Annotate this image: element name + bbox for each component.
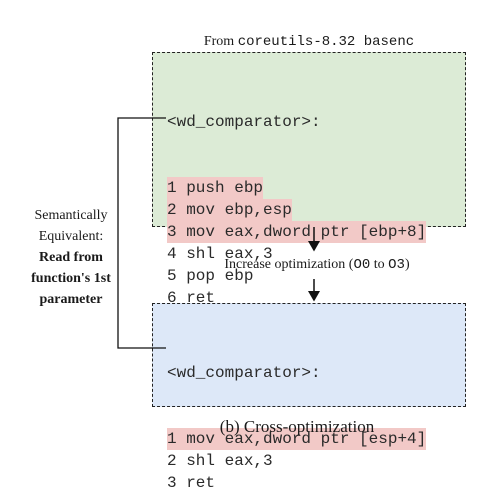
- top-caption: From coreutils-8.32 basenc: [152, 34, 466, 50]
- code-text: 6 ret: [167, 289, 216, 307]
- code-text: 4 shl eax,3: [167, 245, 273, 263]
- connector-lines: [117, 117, 320, 349]
- code-line: 3 ret: [167, 472, 465, 494]
- highlighted-code-text: 2 mov ebp,esp: [167, 199, 292, 221]
- side-line1: Semantically: [34, 208, 108, 223]
- figure-caption: (b) Cross-optimization: [219, 417, 375, 436]
- top-caption-prefix: From: [203, 34, 238, 49]
- code-line: 6 ret: [167, 287, 465, 309]
- code-line: 3 mov eax,dword ptr [ebp+8]: [167, 221, 465, 243]
- optimization-label: Increase optimization (O0 to O3): [160, 257, 474, 273]
- opt-from: O0: [353, 257, 371, 273]
- opt-prefix: Increase optimization (: [224, 257, 354, 272]
- code-header: <wd_comparator>:: [167, 113, 321, 131]
- code-text: 5 pop ebp: [167, 267, 254, 285]
- highlighted-code-text: 1 mov eax,dword ptr [esp+4]: [167, 428, 427, 450]
- side-bold3: parameter: [39, 292, 103, 307]
- equivalence-label: Semantically Equivalent: Read from funct…: [8, 205, 134, 310]
- side-line2: Equivalent:: [38, 229, 104, 244]
- code-line: 1 push ebp: [167, 177, 465, 199]
- code-header: <wd_comparator>:: [167, 364, 321, 382]
- bracket-line: [117, 117, 166, 349]
- code-line: 4 shl eax,3: [167, 243, 465, 265]
- opt-to: O3: [388, 257, 405, 273]
- highlighted-code-text: 3 mov eax,dword ptr [ebp+8]: [167, 221, 427, 243]
- code-line: 1 mov eax,dword ptr [esp+4]: [167, 428, 465, 450]
- opt-suffix: ): [404, 257, 410, 272]
- top-caption-code: coreutils-8.32 basenc: [237, 34, 415, 50]
- code-text: 3 ret: [167, 474, 216, 492]
- highlighted-code-text: 1 push ebp: [167, 177, 264, 199]
- code-line: 2 mov ebp,esp: [167, 199, 465, 221]
- side-bold2: function's 1st: [31, 271, 111, 286]
- side-bold1: Read from: [39, 250, 103, 265]
- code-line: 5 pop ebp: [167, 265, 465, 287]
- opt-mid: to: [370, 257, 389, 272]
